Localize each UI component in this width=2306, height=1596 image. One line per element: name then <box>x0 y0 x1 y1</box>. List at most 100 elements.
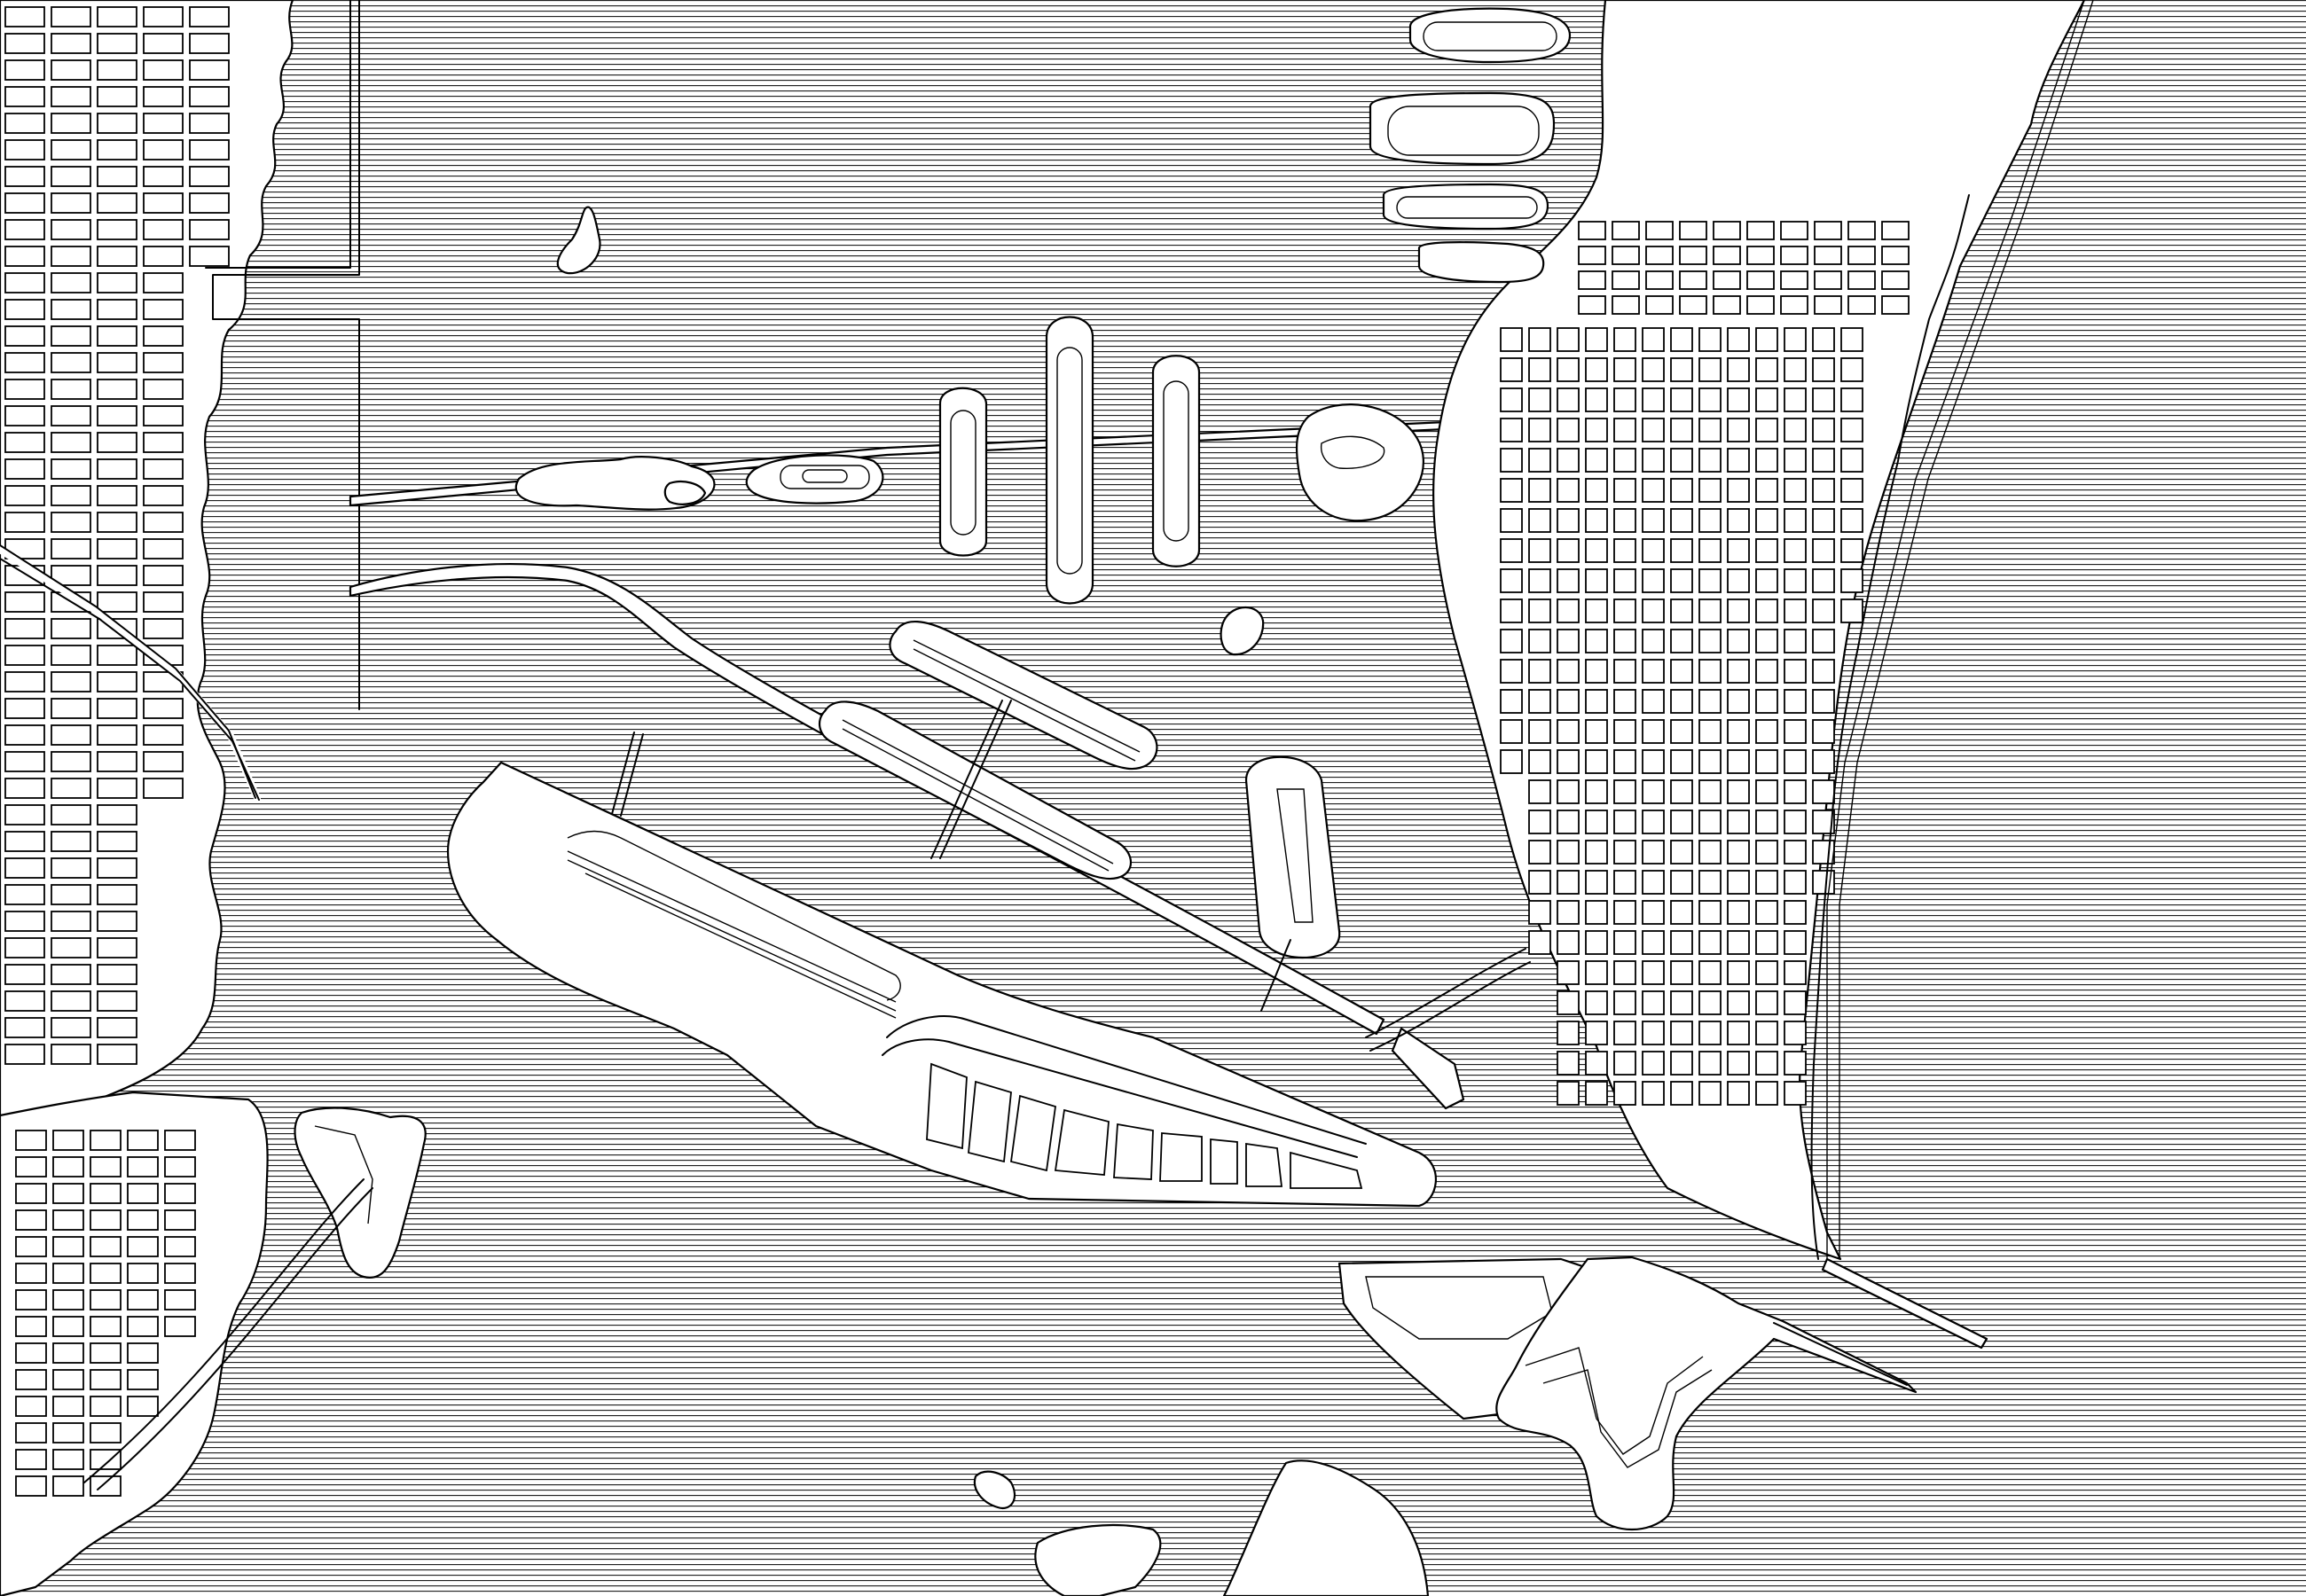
city-block <box>1642 478 1665 503</box>
city-block <box>1847 270 1876 290</box>
city-block <box>1642 538 1665 563</box>
city-block <box>97 272 137 293</box>
city-block <box>52 1209 84 1231</box>
city-block <box>1784 327 1807 352</box>
city-block <box>1784 568 1807 593</box>
city-block <box>189 113 230 134</box>
city-block <box>1727 900 1750 925</box>
city-block <box>52 1422 84 1443</box>
city-block <box>1698 1051 1722 1076</box>
city-block <box>1500 659 1523 684</box>
city-block <box>90 1422 122 1443</box>
city-block <box>90 1475 122 1497</box>
city-block <box>1755 1051 1778 1076</box>
city-block <box>1727 749 1750 774</box>
city-block <box>1585 448 1608 473</box>
city-block <box>51 246 91 267</box>
city-block <box>97 990 137 1012</box>
city-block <box>1528 508 1551 533</box>
city-block <box>1585 810 1608 834</box>
city-block <box>4 1044 45 1065</box>
city-block <box>1784 689 1807 714</box>
city-block <box>15 1342 47 1364</box>
city-block <box>1557 1021 1580 1045</box>
city-block <box>1784 448 1807 473</box>
city-block <box>4 6 45 27</box>
city-block <box>4 964 45 985</box>
city-block <box>1847 221 1876 240</box>
city-block <box>1670 930 1693 955</box>
city-block <box>1642 387 1665 412</box>
city-block <box>1557 387 1580 412</box>
city-block <box>97 937 137 958</box>
city-block <box>15 1236 47 1257</box>
city-block <box>1679 221 1707 240</box>
city-block <box>51 86 91 107</box>
city-block <box>1642 810 1665 834</box>
city-block <box>1557 1051 1580 1076</box>
city-block <box>51 724 91 746</box>
city-block <box>164 1183 196 1204</box>
city-block <box>1613 448 1636 473</box>
city-block <box>1812 448 1835 473</box>
city-block <box>1698 930 1722 955</box>
city-block <box>1585 749 1608 774</box>
city-block <box>1812 749 1835 774</box>
city-block <box>1755 357 1778 382</box>
city-block <box>1812 478 1835 503</box>
city-block <box>1585 387 1608 412</box>
city-block <box>1814 246 1842 265</box>
city-block <box>1780 295 1808 315</box>
city-block <box>143 192 184 214</box>
city-block <box>51 485 91 506</box>
south-isle-b <box>1034 1523 1162 1596</box>
city-block <box>1557 357 1580 382</box>
city-block <box>15 1209 47 1231</box>
city-block <box>1780 270 1808 290</box>
city-block <box>164 1156 196 1177</box>
city-block <box>97 379 137 400</box>
city-block <box>1585 779 1608 804</box>
city-block <box>1670 719 1693 744</box>
city-block <box>1578 221 1606 240</box>
city-block <box>1670 1021 1693 1045</box>
city-block <box>52 1449 84 1470</box>
city-block <box>1784 930 1807 955</box>
city-block <box>1727 478 1750 503</box>
city-block <box>143 6 184 27</box>
city-block <box>97 565 137 586</box>
city-block <box>1642 749 1665 774</box>
city-block <box>1727 598 1750 623</box>
city-block <box>52 1342 84 1364</box>
city-block <box>1727 689 1750 714</box>
city-block <box>1613 568 1636 593</box>
city-block <box>189 166 230 187</box>
city-block <box>97 751 137 772</box>
city-block <box>1755 930 1778 955</box>
city-block <box>1670 478 1693 503</box>
city-block <box>1500 387 1523 412</box>
city-block <box>4 166 45 187</box>
city-block <box>1612 246 1640 265</box>
city-block <box>1812 659 1835 684</box>
city-block <box>1585 689 1608 714</box>
city-block <box>1578 246 1606 265</box>
city-block <box>143 458 184 480</box>
city-block <box>1812 357 1835 382</box>
city-block <box>1585 900 1608 925</box>
city-block <box>164 1236 196 1257</box>
city-block <box>143 139 184 160</box>
city-block <box>1698 779 1722 804</box>
city-block <box>90 1396 122 1417</box>
city-block <box>97 352 137 373</box>
city-block <box>127 1183 159 1204</box>
city-block <box>1727 357 1750 382</box>
city-block <box>15 1369 47 1390</box>
city-block <box>1528 840 1551 864</box>
city-block <box>1698 840 1722 864</box>
city-block <box>4 458 45 480</box>
city-block <box>1585 598 1608 623</box>
city-block <box>1727 538 1750 563</box>
city-block <box>1670 327 1693 352</box>
